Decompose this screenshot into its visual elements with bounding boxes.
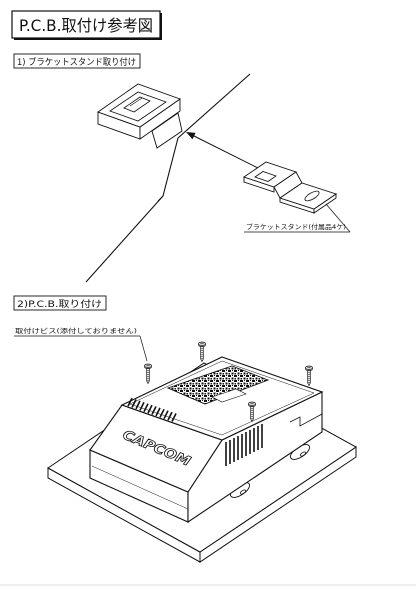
title-block: P.C.B.取付け参考図 bbox=[11, 10, 162, 40]
enclosure-top-lip bbox=[129, 360, 315, 436]
vent-slat bbox=[151, 406, 157, 415]
enclosure-front-groove bbox=[91, 465, 189, 510]
section2-heading: 2)P.C.B.取り付け bbox=[13, 295, 107, 311]
bracket-slot-line bbox=[129, 97, 143, 107]
vent-slat bbox=[159, 408, 165, 418]
mounting-screw bbox=[305, 365, 313, 386]
section1-heading: 1) ブラケットスタンド取り付け bbox=[13, 53, 141, 69]
panel-edge bbox=[85, 73, 251, 283]
screw-label: 取付けビス(添付しておりません) bbox=[15, 326, 137, 335]
bracket-label: ブラケットスタンド(付属品4ケ) bbox=[246, 222, 346, 231]
arrow-head bbox=[186, 132, 196, 140]
title-frame bbox=[11, 10, 161, 39]
mounting-tab-hole bbox=[299, 451, 307, 457]
vent-slat bbox=[131, 399, 137, 408]
vent-slat bbox=[171, 413, 177, 422]
vent-slat bbox=[163, 410, 169, 420]
bracket-callout: ブラケットスタンド(付属品4ケ) bbox=[244, 203, 351, 233]
left-vent-slats bbox=[127, 397, 177, 422]
screw-callout: 取付けビス(添付しておりません) bbox=[14, 326, 148, 362]
pcb-board-exposed bbox=[166, 365, 270, 405]
pcb-board-label-plate bbox=[211, 388, 247, 403]
bracket-slot bbox=[123, 96, 151, 113]
vent-slat bbox=[127, 397, 133, 407]
right-vent-slats bbox=[225, 424, 263, 466]
section2-heading-frame bbox=[13, 295, 107, 311]
mounting-screw bbox=[144, 363, 152, 384]
cabinet-panel bbox=[85, 73, 251, 283]
pcb-enclosure: CAPCOM bbox=[89, 356, 324, 524]
section1-heading-frame bbox=[13, 53, 141, 69]
loose-bracket-slot bbox=[254, 171, 277, 182]
section2-heading-text: 2)P.C.B.取り付け bbox=[17, 299, 102, 310]
mounting-screw bbox=[198, 341, 206, 362]
vent-slat bbox=[143, 403, 149, 413]
section1-heading-text: 1) ブラケットスタンド取り付け bbox=[17, 56, 136, 68]
vent-slat bbox=[155, 407, 161, 417]
loose-bracket-hole bbox=[304, 190, 320, 202]
arrow-shaft bbox=[191, 134, 263, 171]
enclosure-side-step bbox=[289, 413, 323, 427]
panel-fold-stub bbox=[157, 195, 164, 202]
mounted-bracket bbox=[97, 83, 183, 149]
screw-leader-line bbox=[139, 335, 148, 362]
loose-bracket bbox=[242, 161, 338, 214]
insert-arrow bbox=[186, 132, 263, 171]
page-title: P.C.B.取付け参考図 bbox=[19, 16, 153, 35]
vent-slat bbox=[135, 400, 141, 410]
bracket-leader-line bbox=[325, 203, 351, 233]
mounting-tab-hole bbox=[239, 489, 247, 495]
vent-slat bbox=[147, 404, 153, 414]
vent-slat bbox=[139, 401, 145, 411]
vent-slat bbox=[167, 411, 173, 421]
